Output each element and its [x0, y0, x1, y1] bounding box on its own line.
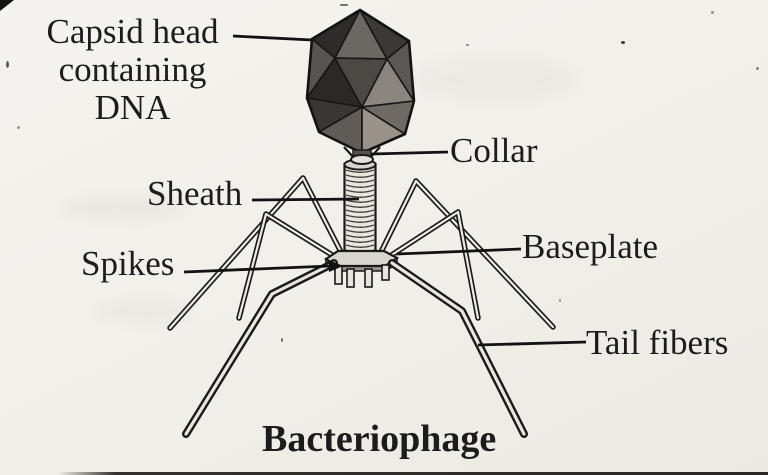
leader-lines — [183, 34, 587, 347]
tail-fibers-front — [182, 259, 528, 438]
capsid-label-line1: Capsid head — [46, 12, 219, 51]
paper-speck — [340, 4, 348, 6]
spikes-leader-line — [183, 264, 331, 274]
tail-fibers-rear — [167, 175, 556, 331]
scan-artifact-ghost — [95, 300, 195, 322]
baseplate-leader-line — [396, 247, 522, 256]
paper-speck — [621, 41, 625, 44]
capsid-label-line3: DNA — [94, 88, 171, 127]
paper-speck — [559, 299, 561, 302]
collar-label: Collar — [450, 131, 538, 170]
scan-artifact-ghost — [60, 195, 190, 221]
scan-artifact-bottom-edge — [58, 472, 768, 475]
paper-speck — [281, 338, 283, 342]
paper-speck — [17, 126, 20, 129]
paper-speck — [711, 11, 714, 14]
capsid-leader-line — [232, 34, 313, 42]
sheath-leader-line — [251, 197, 360, 202]
capsid-head-graphic — [305, 8, 416, 155]
spikes-label: Spikes — [81, 244, 175, 283]
baseplate-label: Baseplate — [522, 227, 659, 266]
sheath-graphic — [343, 158, 377, 258]
collar-leader-line — [370, 150, 449, 156]
capsid-label-line2: containing — [58, 50, 207, 89]
scan-artifact-ghost — [410, 55, 580, 103]
scan-artifact-corner — [0, 0, 14, 11]
spikes-graphic — [334, 264, 390, 288]
tail-fibers-label: Tail fibers — [586, 323, 729, 362]
tailfibers-leader-line — [477, 340, 587, 347]
baseplate-graphic — [323, 249, 400, 288]
diagram-title: Bacteriophage — [262, 418, 497, 460]
paper-speck — [6, 61, 9, 68]
capsid-head-label: Capsid head containing DNA — [30, 13, 235, 127]
sheath-label: Sheath — [147, 174, 243, 213]
spikes-leader-arrowhead — [329, 260, 343, 272]
paper-speck — [466, 44, 469, 46]
paper-speck — [756, 67, 759, 70]
